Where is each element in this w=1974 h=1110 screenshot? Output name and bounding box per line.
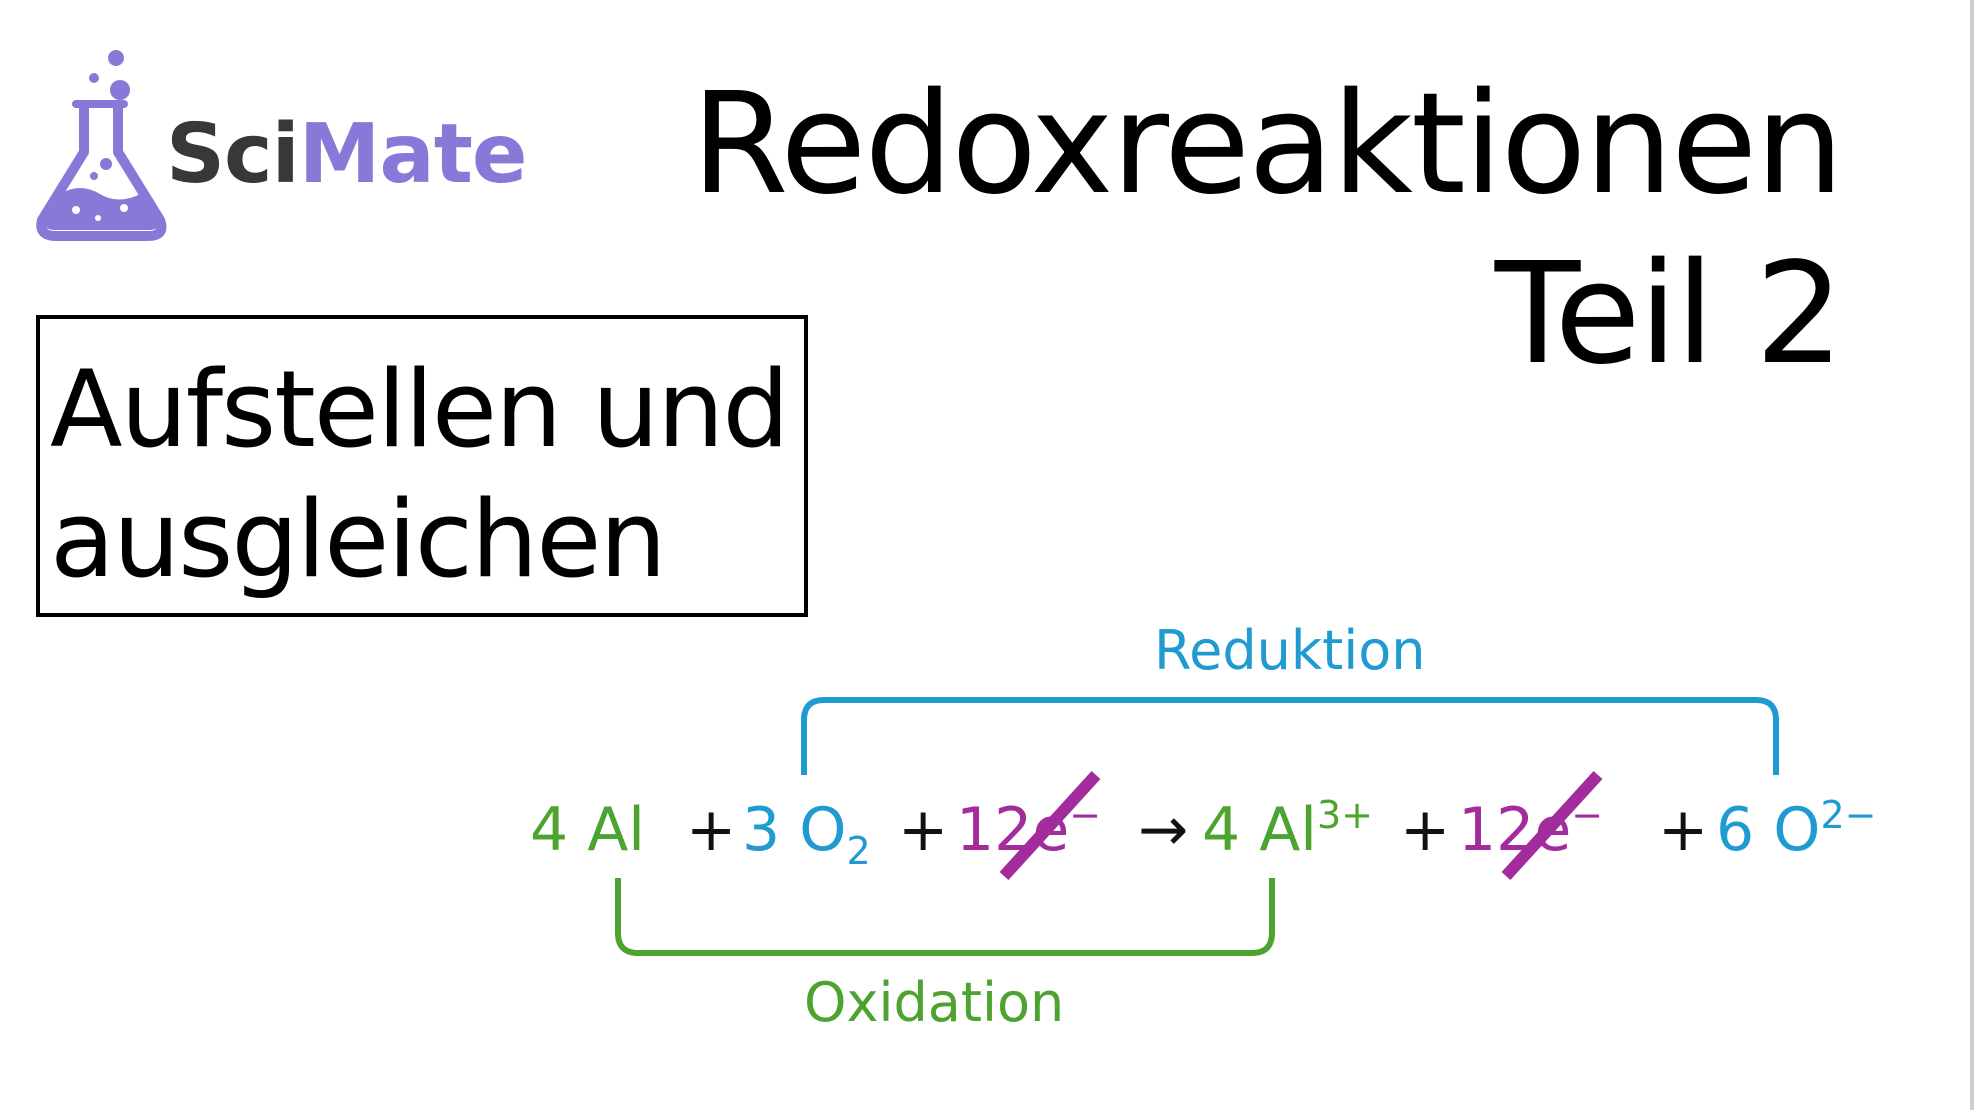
electron-strike-left bbox=[999, 770, 1101, 881]
subtitle-box: Aufstellen und ausgleichen bbox=[36, 315, 808, 617]
logo-mate: Mate bbox=[298, 107, 528, 202]
electrons-right-coef: 12 bbox=[1458, 795, 1535, 865]
subtitle-line-2: ausgleichen bbox=[50, 478, 667, 601]
al-right-label: 4 Al bbox=[1202, 795, 1317, 865]
title-line-1: Redoxreaktionen bbox=[691, 63, 1844, 226]
reduction-label: Reduktion bbox=[1154, 619, 1426, 682]
electron-strike-right bbox=[1501, 770, 1603, 881]
flask-icon bbox=[36, 50, 167, 241]
oxidation-bracket bbox=[615, 878, 1275, 956]
plus-1: + bbox=[686, 795, 737, 865]
electrons-right: 12e− bbox=[1458, 796, 1603, 860]
oxide-term: 6 O2− bbox=[1716, 796, 1877, 860]
title-line-2: Teil 2 bbox=[1494, 233, 1844, 396]
al-right: 4 Al3+ bbox=[1202, 796, 1373, 860]
logo-wordmark: SciMate bbox=[166, 114, 528, 196]
electrons-left: 12e− bbox=[956, 796, 1101, 860]
reaction-arrow: → bbox=[1138, 795, 1189, 865]
al-right-charge: 3+ bbox=[1316, 793, 1373, 837]
page-title: Redoxreaktionen Teil 2 bbox=[691, 60, 1844, 400]
right-edge-border bbox=[1970, 0, 1974, 1110]
scimate-logo: SciMate bbox=[36, 44, 528, 244]
plus-2: + bbox=[898, 795, 949, 865]
oxidation-label: Oxidation bbox=[804, 971, 1065, 1034]
reduction-bracket bbox=[801, 697, 1779, 775]
electrons-left-charge: − bbox=[1069, 793, 1102, 837]
o2-subscript: 2 bbox=[846, 829, 871, 873]
oxide-charge: 2− bbox=[1820, 793, 1877, 837]
o2-coef: 3 O bbox=[742, 795, 847, 865]
al-left: 4 Al bbox=[530, 795, 645, 865]
oxide-label: 6 O bbox=[1716, 795, 1821, 865]
plus-4: + bbox=[1658, 795, 1709, 865]
electrons-left-coef: 12 bbox=[956, 795, 1033, 865]
o2-term: 3 O2 bbox=[742, 800, 871, 870]
plus-3: + bbox=[1400, 795, 1451, 865]
electrons-right-symbol: e bbox=[1534, 795, 1572, 865]
electrons-left-symbol: e bbox=[1032, 795, 1070, 865]
logo-sci: Sci bbox=[166, 107, 300, 202]
subtitle-line-1: Aufstellen und bbox=[50, 348, 790, 471]
electrons-right-charge: − bbox=[1571, 793, 1604, 837]
